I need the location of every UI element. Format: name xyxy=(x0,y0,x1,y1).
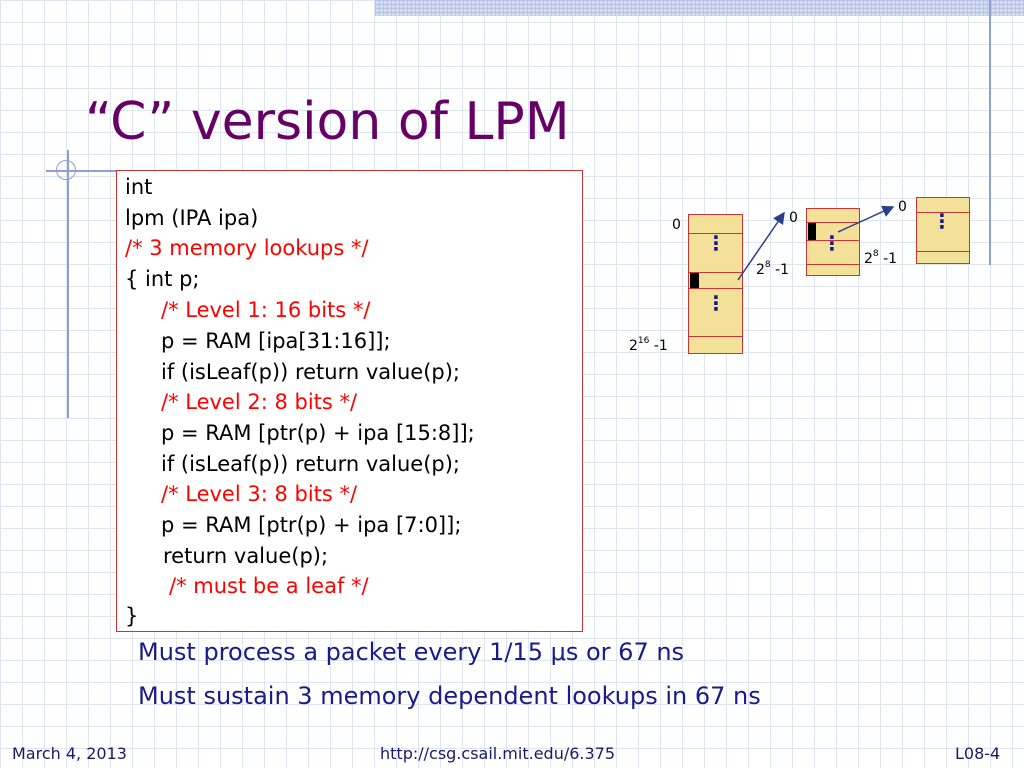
pointer-entry-marker xyxy=(808,223,816,240)
table3-top-label: 0 xyxy=(898,199,907,215)
code-line: if (isLeaf(p)) return value(p); xyxy=(161,360,461,384)
row-separator xyxy=(916,212,970,213)
code-comment: /* 3 memory lookups */ xyxy=(125,236,369,260)
decorative-left-vertical-line xyxy=(67,150,69,418)
table1-bottom-label: 216 -1 xyxy=(629,336,668,354)
code-line: { int p; xyxy=(125,267,200,291)
row-separator xyxy=(806,264,860,265)
decorative-right-vertical-line xyxy=(989,0,991,265)
code-line: } xyxy=(125,604,139,628)
code-line: p = RAM [ptr(p) + ipa [7:0]]; xyxy=(161,513,462,537)
bullet-point: Must process a packet every 1/15 μs or 6… xyxy=(138,638,685,666)
pointer-entry-marker xyxy=(690,273,699,288)
ellipsis-icon: ⋮ xyxy=(706,231,726,255)
ellipsis-icon: ⋮ xyxy=(932,209,952,233)
ellipsis-icon: ⋮ xyxy=(822,231,842,255)
ellipsis-icon: ⋮ xyxy=(706,291,726,315)
footer-date: March 4, 2013 xyxy=(12,744,127,763)
code-line: p = RAM [ipa[31:16]]; xyxy=(161,329,391,353)
code-line: lpm (IPA ipa) xyxy=(125,206,259,230)
code-comment: /* must be a leaf */ xyxy=(169,574,369,598)
row-separator xyxy=(806,222,860,223)
table3-bottom-label: 28 -1 xyxy=(864,249,898,267)
code-comment: /* Level 1: 16 bits */ xyxy=(161,298,371,322)
code-line: if (isLeaf(p)) return value(p); xyxy=(161,452,461,476)
code-box: int lpm (IPA ipa) /* 3 memory lookups */… xyxy=(116,170,583,632)
table2-bottom-label: 28 -1 xyxy=(756,260,790,278)
code-line: p = RAM [ptr(p) + ipa [15:8]]; xyxy=(161,421,475,445)
table1-top-label: 0 xyxy=(672,217,681,233)
decorative-circle xyxy=(56,160,76,180)
footer-url: http://csg.csail.mit.edu/6.375 xyxy=(380,744,616,763)
row-separator xyxy=(688,336,743,337)
code-line: return value(p); xyxy=(163,544,329,568)
code-line: int xyxy=(125,175,153,199)
row-separator xyxy=(688,272,743,273)
row-separator xyxy=(806,240,860,241)
code-comment: /* Level 3: 8 bits */ xyxy=(161,482,358,506)
decorative-top-band xyxy=(375,0,1024,16)
slide-title: “C” version of LPM xyxy=(85,92,570,152)
row-separator xyxy=(916,251,970,252)
table-cell xyxy=(916,197,970,264)
code-comment: /* Level 2: 8 bits */ xyxy=(161,390,358,414)
bullet-point: Must sustain 3 memory dependent lookups … xyxy=(138,682,761,710)
footer-slide-number: L08-4 xyxy=(955,744,1001,763)
row-separator xyxy=(688,288,743,289)
row-separator xyxy=(688,233,743,234)
table2-top-label: 0 xyxy=(789,210,798,226)
decorative-left-horizontal-line xyxy=(46,170,116,172)
